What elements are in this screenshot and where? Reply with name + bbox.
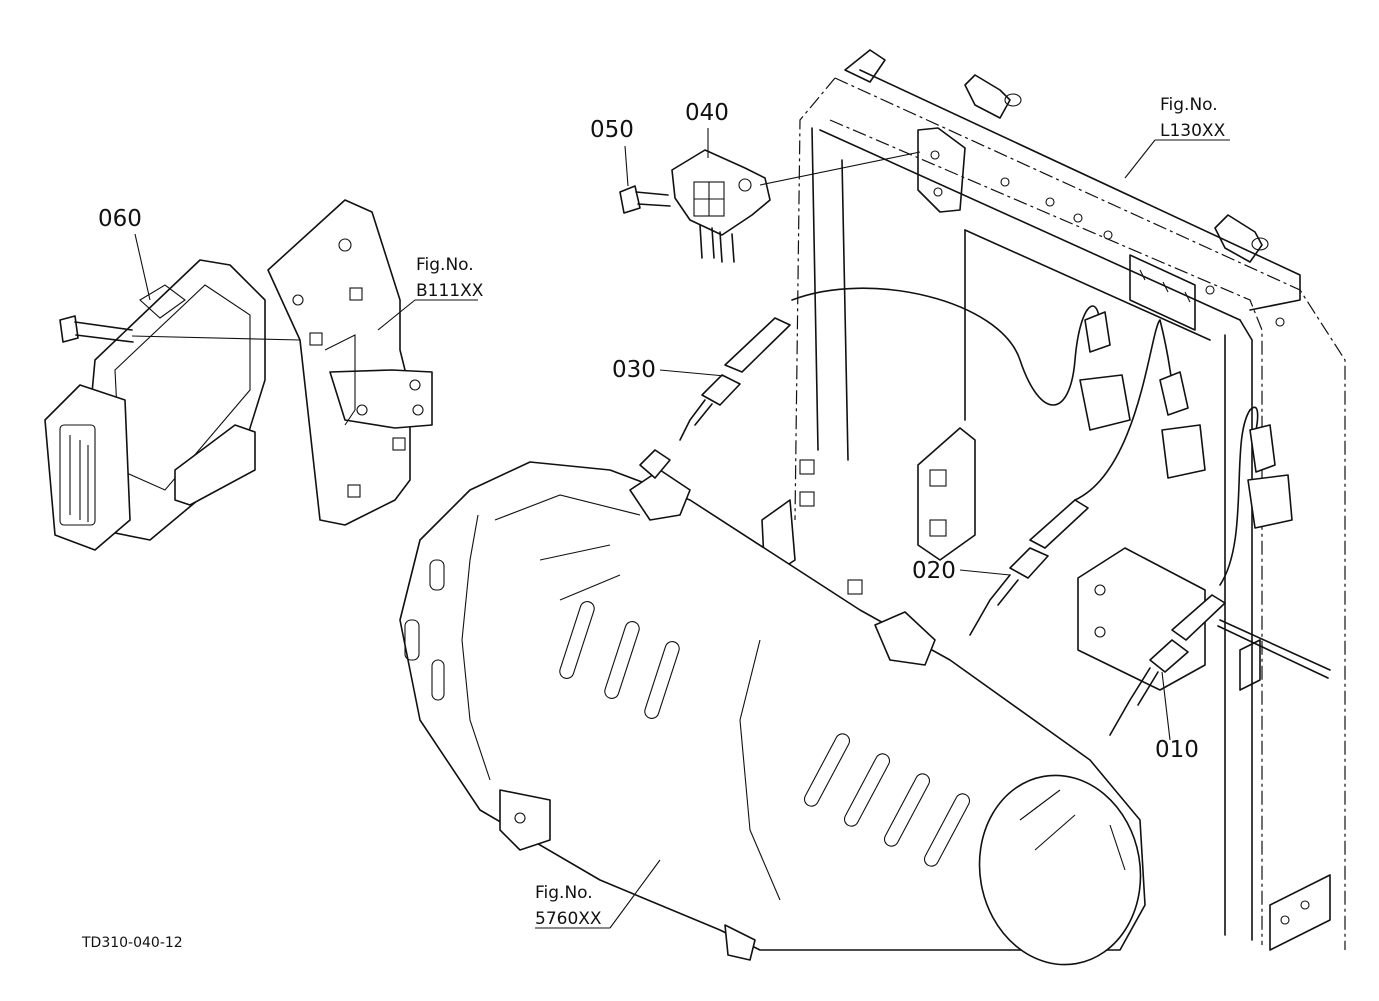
callout-010: 010 (1155, 737, 1199, 763)
leader-dpf (535, 859, 661, 929)
temp-sensor-010[interactable] (1109, 406, 1293, 741)
leader-bracket (377, 299, 478, 331)
fig-ref-dpf-line1: Fig.No. (535, 883, 593, 903)
callout-060: 060 (98, 206, 142, 232)
fig-ref-dpf-line2: 5760XX (535, 909, 602, 929)
fig-ref-frame-line1: Fig.No. (1160, 95, 1218, 115)
bracket-b111xx (267, 199, 433, 526)
callout-020: 020 (912, 558, 956, 584)
callout-030: 030 (612, 357, 656, 383)
callout-040: 040 (685, 100, 729, 126)
frame-assembly (761, 49, 1346, 951)
fig-ref-frame-line2: L130XX (1160, 121, 1226, 141)
fig-ref-bracket-line1: Fig.No. (416, 255, 474, 275)
leader-060 (134, 233, 151, 301)
pressure-sensor-040[interactable] (671, 149, 921, 263)
ecu-060[interactable] (44, 259, 301, 551)
bolt-050[interactable] (619, 185, 671, 214)
leader-050 (624, 145, 629, 187)
temp-sensor-030[interactable] (639, 287, 1131, 479)
diagram-code: TD310-040-12 (81, 935, 183, 951)
leader-frame (1124, 139, 1230, 179)
callout-050: 050 (590, 117, 634, 143)
temp-sensor-020[interactable] (959, 319, 1206, 636)
dpf-assembly (399, 461, 1146, 966)
fig-ref-bracket-line2: B111XX (416, 281, 484, 301)
